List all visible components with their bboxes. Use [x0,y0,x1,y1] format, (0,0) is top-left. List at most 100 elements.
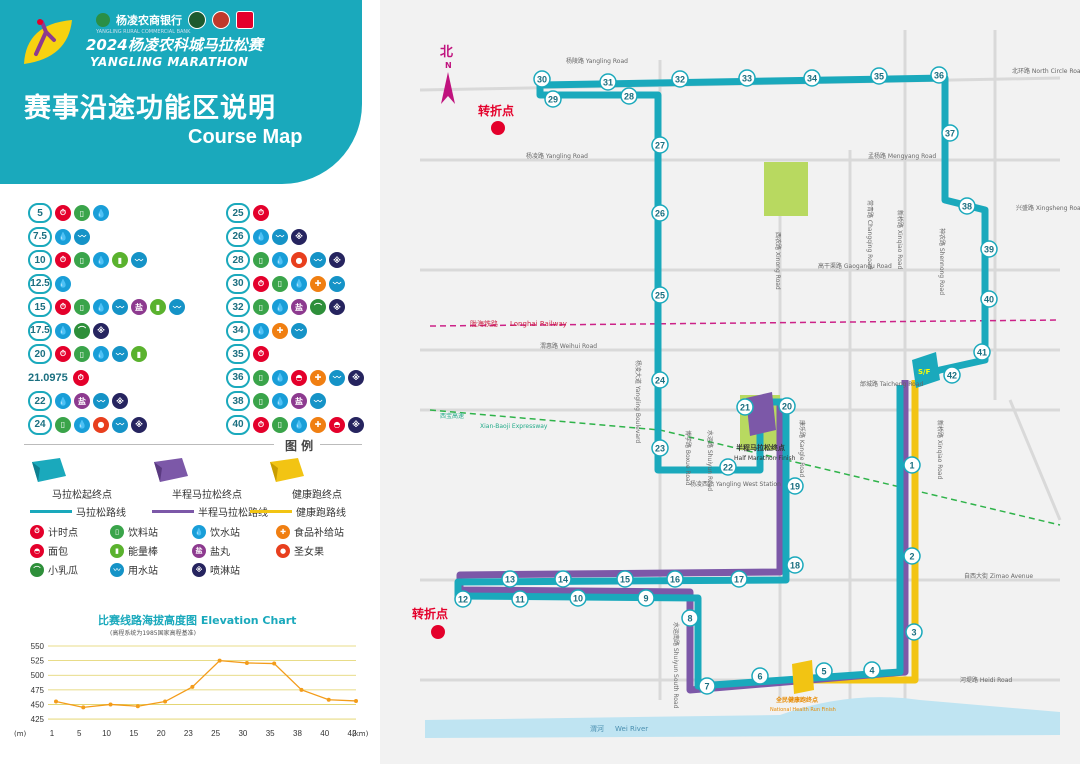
longhai-railway [429,319,1061,327]
station-km: 26 [226,226,250,247]
km-marker-circle [870,67,888,85]
km-marker-label: 11 [515,595,525,605]
bread-icon: ◓ [291,369,307,386]
wash-icon: 〰 [112,416,128,433]
km-marker-label: 18 [790,561,800,571]
spray-icon: ※ [329,252,345,268]
elevation-point [54,699,58,704]
energy-icon: ▮ [150,299,166,315]
km-marker-label: 27 [655,141,665,151]
timing-icon: ⏱ [55,252,71,268]
water-icon: 💧 [253,228,269,245]
x-tick-label: 10 [102,729,111,738]
railway-label: 陇海铁路 [470,319,498,328]
marathon-logo-icon [24,19,72,64]
timing-icon: ⏱ [55,299,71,315]
x-tick-label: 5 [77,729,82,738]
drink-icon: ▯ [55,416,71,433]
sponsor-bar: 杨凌农商银行 YANGLING RURAL COMMERCIAL BANK [96,10,254,35]
station-row: 32▯💧盐⌒※ [226,297,345,317]
km-marker-circle [671,70,689,88]
event-title-en: YANGLING MARATHON [90,55,249,69]
km-marker-label: 4 [869,666,874,676]
road-label: 杨凌大道 Yangling Boulevard [634,360,642,443]
water-icon: 💧 [291,416,307,433]
elevation-point [108,702,113,707]
legend-item: ✚食品补给站 [276,524,344,539]
x-tick-label: 15 [129,729,138,738]
drink-icon: ▯ [272,275,288,292]
station-row: 12.5💧 [28,273,71,294]
water-icon: 💧 [192,524,206,539]
spray-icon: ※ [348,369,364,386]
station-row: 10⏱▯💧▮〰 [28,250,147,270]
station-km: 34 [226,320,250,341]
water-icon: 💧 [253,322,269,339]
station-km: 35 [226,344,250,364]
energy-icon: ▮ [110,543,124,558]
station-km: 25 [226,203,250,223]
elevation-point [81,705,86,710]
legend-item-label: 用水站 [128,566,158,577]
km-marker-label: 6 [757,672,762,682]
water-icon: 💧 [272,393,288,409]
km-marker-circle [544,90,562,108]
station-km: 40 [226,414,250,435]
north-arrow: 北 N [440,45,455,104]
legend-divider [320,444,362,445]
km-marker-label: 13 [505,575,515,585]
drink-icon: ▯ [253,252,269,268]
road-label: 渭惠路 Weihui Road [540,342,597,350]
km-marker-circle [905,623,923,641]
wash-icon: 〰 [310,393,326,409]
x-tick-label: 30 [238,729,247,738]
km-marker-circle [651,286,669,304]
road-label: 新桥路 Xinqiao Road [936,420,944,479]
water-icon: 💧 [55,228,71,245]
km-marker-circle [958,197,976,215]
drink-icon: ▯ [272,416,288,433]
elevation-point [163,699,168,704]
km-marker-circle [941,124,959,142]
km-marker-circle [637,589,655,607]
salt-icon: 盐 [192,543,206,558]
water-icon: 💧 [93,299,109,315]
x-tick-label: 1 [50,729,55,738]
road-label: 杨陵路 Yangling Road [566,57,628,65]
start-finish-sign: S/F [912,352,940,388]
energy-icon: ▮ [112,252,128,268]
wash-icon: 〰 [110,562,124,577]
salt-icon: 盐 [291,299,307,315]
elevation-point [272,661,277,666]
station-km: 36 [226,367,250,388]
elevation-point [244,660,249,665]
bank-logo-icon [96,13,110,27]
start-finish-sign-text: S/F [918,368,931,376]
station-km: 32 [226,297,250,317]
km-marker-label: 20 [782,402,792,412]
elevation-line [55,659,357,709]
water-icon: 💧 [55,322,71,339]
timing-icon: ⏱ [55,205,71,221]
legend-item-label: 圣女果 [294,547,324,558]
road-label: 河堤路 Heidi Road [960,676,1012,684]
km-marker-circle [786,556,804,574]
y-tick-label: 450 [31,700,45,709]
elevation-point [190,684,195,689]
railway-label-en: Longhai Railway [510,320,567,328]
drink-icon: ▯ [74,205,90,221]
elevation-point [217,658,222,663]
road-label: 常青路 Changqing Road [866,200,874,269]
km-marker-circle [943,366,961,384]
x-tick-label: 35 [266,729,275,738]
legend-item: 💧饮水站 [192,524,240,539]
food-icon: ✚ [310,369,326,386]
timing-icon: ⏱ [253,416,269,433]
fun-finish-sign [792,660,814,694]
legend-item-label: 食品补给站 [294,528,344,539]
y-tick-label: 525 [31,657,45,666]
station-row: 15⏱▯💧〰盐▮〰 [28,297,185,317]
km-marker-label: 5 [821,667,826,677]
km-marker-label: 12 [458,595,468,605]
km-marker-circle [698,677,716,695]
